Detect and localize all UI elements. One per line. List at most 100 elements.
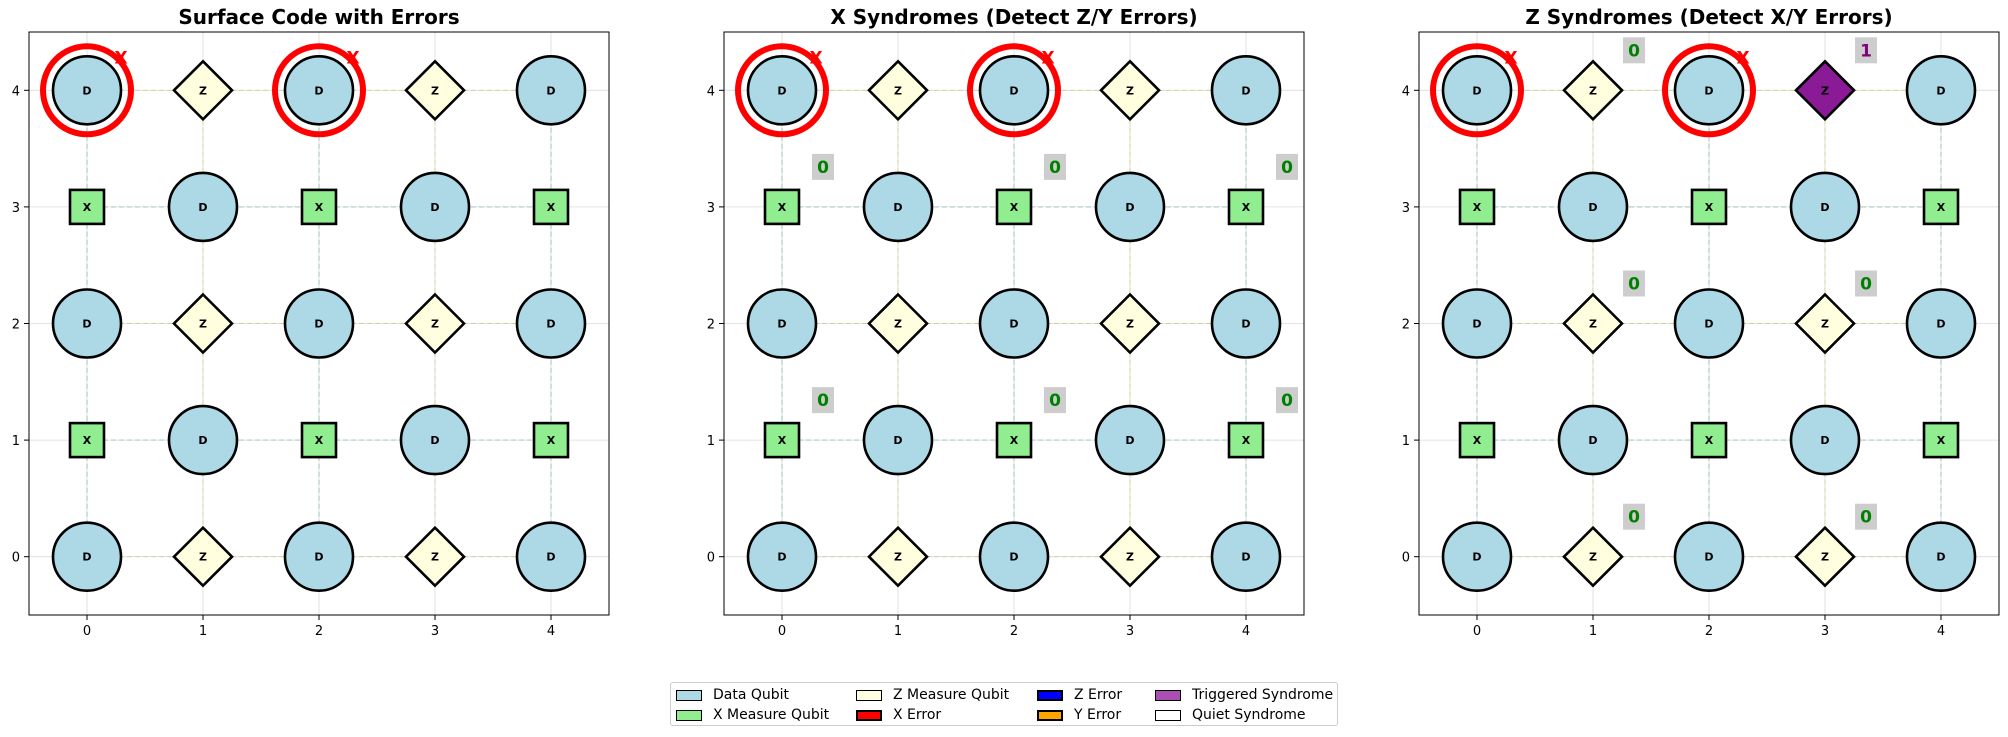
legend-item-quiet-syndrome: Quiet Syndrome [1155, 705, 1306, 725]
data-qubit [1210, 521, 1282, 593]
qubit-label: D [198, 434, 207, 447]
z-measure-qubit [1794, 292, 1856, 355]
error-marker-x: X [114, 48, 127, 68]
error-marker-x: X [1041, 48, 1054, 68]
qubit-label: D [1704, 84, 1713, 97]
qubit-label: D [1936, 551, 1945, 564]
y-tick-label: 0 [12, 551, 20, 566]
panel-title: Z Syndromes (Detect X/Y Errors) [1525, 5, 1892, 29]
qubit-label: D [777, 84, 786, 97]
legend-swatch-triggered-syndrome [1155, 689, 1181, 701]
legend-swatch-quiet-syndrome [1155, 709, 1181, 721]
data-qubit [1673, 288, 1745, 359]
syndrome-value: 0 [1628, 41, 1640, 61]
qubit-label: D [1125, 201, 1134, 214]
qubit-label: D [430, 434, 439, 447]
y-tick-label: 1 [12, 434, 20, 449]
x-tick-label: 4 [1242, 624, 1250, 639]
qubit-label: Z [199, 318, 207, 331]
qubit-label: Z [1821, 84, 1829, 97]
qubit-label: D [430, 201, 439, 214]
data-qubit [1210, 288, 1282, 359]
y-tick-label: 3 [12, 201, 20, 216]
qubit-label: Z [1821, 318, 1829, 331]
data-qubit [515, 521, 587, 593]
legend-swatch-y-error [1037, 709, 1063, 721]
y-tick-label: 1 [1402, 434, 1410, 449]
z-measure-qubit [1562, 525, 1624, 588]
z-measure-qubit [867, 292, 929, 355]
legend-label: Triggered Syndrome [1192, 687, 1334, 703]
data-qubit [1441, 55, 1513, 126]
syndrome-value: 0 [1049, 391, 1061, 411]
error-ring [1430, 43, 1524, 138]
qubit-label: X [1937, 434, 1946, 447]
data-qubit [51, 288, 123, 359]
qubit-label: X [778, 201, 787, 214]
qubit-label: X [1937, 201, 1946, 214]
syndrome-value: 0 [1281, 158, 1293, 178]
syndrome-badge [812, 387, 834, 414]
x-measure-qubit [763, 188, 801, 226]
x-tick-label: 4 [1937, 624, 1945, 639]
legend-swatch-z-measure [856, 689, 882, 701]
syndrome-value: 0 [1628, 275, 1640, 295]
qubit-label: X [1705, 434, 1714, 447]
data-qubit [399, 171, 471, 243]
data-qubit [1905, 55, 1977, 126]
qubit-label: Z [894, 84, 902, 97]
qubit-label: X [1242, 434, 1251, 447]
data-qubit [862, 171, 934, 243]
qubit-label: X [1473, 434, 1482, 447]
x-tick-label: 2 [1010, 624, 1018, 639]
x-tick-label: 0 [778, 624, 786, 639]
qubit-label: Z [1126, 84, 1134, 97]
syndrome-badge [1855, 37, 1877, 64]
error-ring [735, 43, 829, 138]
data-qubit [978, 288, 1050, 359]
x-measure-qubit [1922, 421, 1960, 459]
legend-item-z-error: Z Error [1037, 685, 1122, 705]
x-measure-qubit [532, 188, 570, 226]
data-qubit [1905, 288, 1977, 359]
x-tick-label: 2 [1705, 624, 1713, 639]
qubit-label: Z [894, 318, 902, 331]
qubit-label: D [198, 201, 207, 214]
qubit-label: D [1241, 84, 1250, 97]
qubit-label: D [314, 84, 323, 97]
error-marker-x: X [1736, 48, 1749, 68]
x-measure-qubit [532, 421, 570, 459]
z-measure-qubit [867, 525, 929, 588]
qubit-label: Z [431, 318, 439, 331]
qubit-label: D [546, 84, 555, 97]
data-qubit [515, 55, 587, 126]
x-tick-label: 1 [894, 624, 902, 639]
x-tick-label: 3 [431, 624, 439, 639]
x-measure-qubit [1922, 188, 1960, 226]
data-qubit [1094, 171, 1166, 243]
syndrome-value: 0 [1628, 508, 1640, 528]
x-measure-qubit [995, 188, 1033, 226]
y-tick-label: 3 [707, 201, 715, 216]
legend-item-x-measure: X Measure Qubit [676, 705, 829, 725]
qubit-label: D [1704, 551, 1713, 564]
error-ring [272, 43, 366, 138]
data-qubit [167, 171, 239, 243]
syndrome-value: 1 [1860, 41, 1872, 61]
qubit-label: D [1125, 434, 1134, 447]
qubit-label: D [1820, 434, 1829, 447]
qubit-label: X [547, 201, 556, 214]
qubit-label: D [546, 318, 555, 331]
legend-swatch-x-error [856, 709, 882, 721]
y-tick-label: 0 [707, 551, 715, 566]
data-qubit [1210, 55, 1282, 126]
data-qubit [1094, 404, 1166, 476]
data-qubit [283, 55, 355, 126]
qubit-label: X [1705, 201, 1714, 214]
x-measure-qubit [1458, 188, 1496, 226]
z-measure-qubit [1562, 59, 1624, 122]
data-qubit [1789, 404, 1861, 476]
data-qubit [51, 55, 123, 126]
qubit-label: Z [1589, 84, 1597, 97]
